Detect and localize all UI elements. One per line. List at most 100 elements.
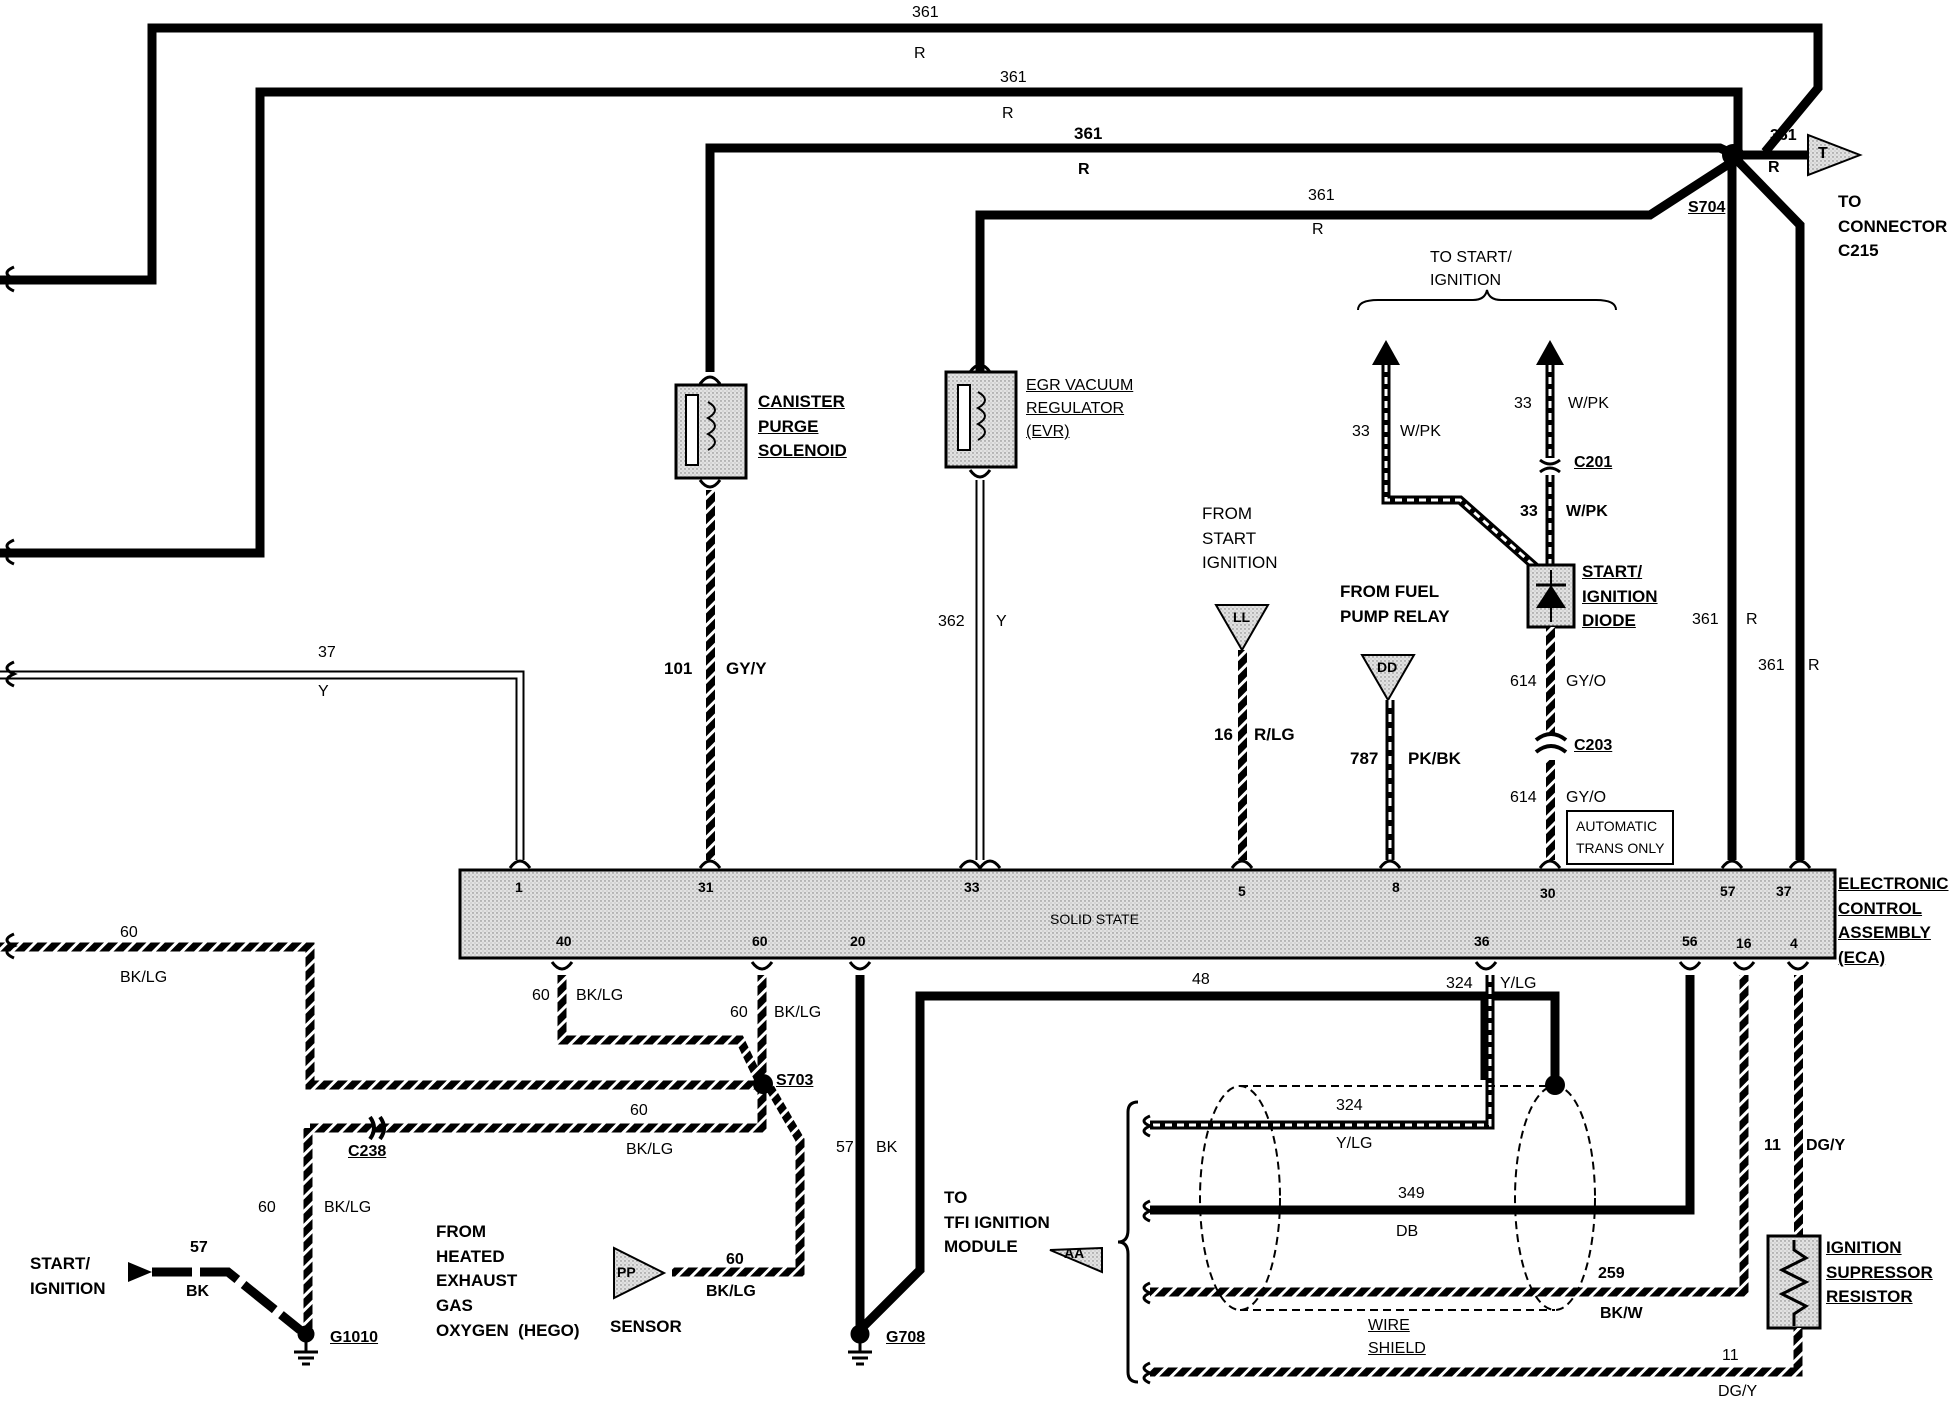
label-60c-color: BK/LG (774, 1004, 822, 1021)
label-w1-num: 361 (912, 4, 939, 21)
label-324b-color: Y/LG (1336, 1135, 1373, 1152)
wire-11-lower (1150, 1328, 1803, 1377)
pin-37-hook (1788, 859, 1812, 869)
label-362-num: 362 (938, 613, 965, 630)
label-w4-num: 361 (1308, 187, 1335, 204)
wire-324 (1150, 975, 1495, 1130)
pin-bottom-16: 16 (1736, 935, 1752, 951)
flag-pp-letter: PP (617, 1264, 636, 1280)
ground-g708 (848, 1324, 872, 1366)
label-wpk2-num: 33 (1514, 395, 1532, 412)
label-60a-num: 60 (120, 924, 138, 941)
label-349-color: DB (1396, 1223, 1419, 1240)
label-60d-color: BK/LG (626, 1141, 674, 1158)
eca-module (458, 868, 1837, 960)
arrow-start-ignition (128, 1262, 152, 1282)
wire-101 (706, 490, 715, 860)
label-sensor: SENSOR (610, 1317, 682, 1336)
pin-top-31: 31 (698, 879, 714, 895)
canister-purge-solenoid (674, 375, 748, 489)
label-to-start-ignition: TO START/ IGNITION (1430, 249, 1512, 290)
connector-c238 (368, 1115, 386, 1141)
label-60f-num: 60 (726, 1251, 744, 1268)
pin-top-33: 33 (964, 879, 980, 895)
label-11a-color: DG/Y (1806, 1137, 1846, 1154)
pin-20-hook (848, 961, 872, 971)
label-ignition-resistor: IGNITION SUPRESSOR RESISTOR (1826, 1238, 1933, 1307)
wire-361-second (0, 87, 1743, 558)
splice-s704 (1722, 144, 1744, 166)
pin-bottom-36: 36 (1474, 933, 1490, 949)
label-w3-color: R (1078, 161, 1090, 178)
eca-solid-state: SOLID STATE (1050, 911, 1139, 927)
wire-57-g708 (855, 975, 1490, 1334)
flag-ll (1214, 604, 1270, 652)
pin-56-hook (1678, 961, 1702, 971)
flag-aa-letter: AA (1064, 1245, 1085, 1261)
label-57b-num: 57 (836, 1139, 854, 1156)
wire-57-left (152, 1267, 303, 1334)
pin-30-hook (1538, 859, 1562, 869)
label-eca: ELECTRONIC CONTROL ASSEMBLY (ECA) (1838, 874, 1949, 967)
label-from-hego: FROM HEATED EXHAUST GAS OXYGEN (HEGO) (436, 1222, 580, 1340)
flag-ll-letter: LL (1233, 609, 1251, 625)
label-g708: G708 (886, 1329, 926, 1346)
pin-top-5: 5 (1238, 883, 1246, 899)
flag-pp (613, 1246, 667, 1300)
label-614b-num: 614 (1510, 789, 1537, 806)
label-361v-b-color: R (1808, 657, 1820, 674)
flag-aa (1049, 1246, 1103, 1274)
label-w2-color: R (1002, 105, 1014, 122)
wire-11-upper (1794, 975, 1803, 1235)
label-w1-color: R (914, 45, 926, 62)
label-canister: CANISTER PURGE SOLENOID (758, 392, 847, 461)
label-60c-num: 60 (730, 1004, 748, 1021)
pin-top-8: 8 (1392, 879, 1400, 895)
label-259-num: 259 (1598, 1265, 1625, 1282)
label-57a-num: 57 (190, 1239, 208, 1256)
label-60d-num: 60 (630, 1102, 648, 1119)
label-from-fuel-pump: FROM FUEL PUMP RELAY (1340, 582, 1450, 626)
tfi-wire-ends (1142, 1114, 1154, 1385)
label-wpk1-color: W/PK (1400, 423, 1441, 440)
pin-8-hook (1378, 859, 1402, 869)
label-324a-num: 324 (1446, 975, 1473, 992)
pin-bottom-60: 60 (752, 933, 768, 949)
wire-614-lower (1546, 760, 1555, 860)
splice-s703 (753, 1074, 773, 1094)
label-60b-num: 60 (532, 987, 550, 1004)
wire-361-egr (975, 156, 1738, 372)
pin-bottom-4: 4 (1790, 935, 1798, 951)
wire-361-canister (705, 143, 1737, 372)
wire-259 (1150, 975, 1749, 1297)
label-s704: S704 (1688, 199, 1726, 216)
wire-48-right (1485, 991, 1560, 1085)
label-from-start-ignition: FROM START IGNITION (1202, 504, 1278, 573)
label-start-ignition-left: START/ IGNITION (30, 1254, 106, 1298)
label-101-num: 101 (664, 659, 693, 678)
pin-36-hook (1474, 961, 1498, 971)
wire-614-upper (1546, 627, 1555, 735)
label-s703: S703 (776, 1072, 814, 1089)
label-w2-num: 361 (1000, 69, 1027, 86)
start-ignition-diode (1526, 563, 1576, 629)
pin-31-hook (698, 859, 722, 869)
egr-vacuum-regulator (944, 363, 1018, 479)
label-60b-color: BK/LG (576, 987, 624, 1004)
flag-t-letter: T (1818, 145, 1828, 162)
label-57a-color: BK (186, 1283, 210, 1300)
pin-top-57: 57 (1720, 883, 1736, 899)
pin-1-hook (508, 859, 532, 869)
label-349-num: 349 (1398, 1185, 1425, 1202)
label-37-num: 37 (318, 644, 336, 661)
pin-top-1: 1 (515, 879, 523, 895)
wire-60-end (5, 932, 18, 960)
arrow-up-left (1372, 340, 1400, 365)
pin-5-hook (1230, 859, 1254, 869)
flag-dd (1360, 654, 1416, 702)
label-37-color: Y (318, 683, 329, 700)
arrow-up-right (1536, 340, 1564, 365)
label-wpk2-color: W/PK (1568, 395, 1609, 412)
pin-33-hook (958, 859, 1002, 871)
label-egr: EGR VACUUM REGULATOR (EVR) (1026, 377, 1134, 441)
